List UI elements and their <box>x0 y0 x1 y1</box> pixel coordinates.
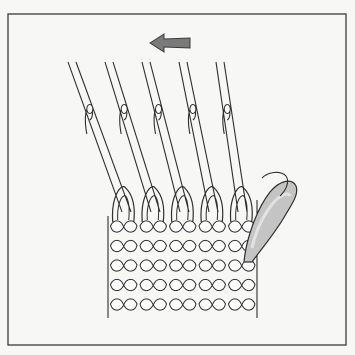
stitch-right-leg <box>124 240 137 251</box>
needle <box>216 62 247 212</box>
live-loop-inner <box>177 196 188 220</box>
needle-latch <box>224 105 230 114</box>
stitch-right-leg <box>212 260 225 271</box>
stitch <box>170 299 197 310</box>
needle-shaft-right <box>187 62 218 212</box>
stitch-left-leg <box>199 221 212 232</box>
stitch-left-leg <box>229 260 242 271</box>
stitch <box>229 299 256 310</box>
stitch-left-leg <box>170 240 183 251</box>
stitch-left-leg <box>229 240 242 251</box>
stitch-left-leg <box>199 299 212 310</box>
stitch-left-leg <box>199 240 212 251</box>
stitch <box>140 260 167 271</box>
stitch <box>199 221 226 232</box>
stitch-right-leg <box>124 221 137 232</box>
stitch-left-leg <box>170 299 183 310</box>
needle <box>68 62 131 212</box>
stitch <box>170 279 197 290</box>
stitch <box>140 240 167 251</box>
stitch-right-leg <box>153 299 166 310</box>
stitch-right-leg <box>242 299 255 310</box>
stitch-left-leg <box>140 260 153 271</box>
stitch-left-leg <box>140 221 153 232</box>
stitch-left-leg <box>111 221 124 232</box>
needle-latch <box>87 105 93 114</box>
stitch <box>111 221 138 232</box>
needle-shaft-left <box>105 62 151 212</box>
stitch-right-leg <box>212 240 225 251</box>
live-loop-inner <box>147 196 158 220</box>
stitch-left-leg <box>199 279 212 290</box>
needle-latch <box>156 105 162 114</box>
stitch-right-leg <box>183 260 196 271</box>
stitch-left-leg <box>229 299 242 310</box>
stitch-left-leg <box>111 240 124 251</box>
needle <box>179 62 218 212</box>
stitch-right-leg <box>212 279 225 290</box>
stitch-right-leg <box>242 279 255 290</box>
needle-latch <box>121 105 127 114</box>
stitch-right-leg <box>212 221 225 232</box>
stitch <box>170 260 197 271</box>
stitch-left-leg <box>140 240 153 251</box>
left-arrow-icon <box>150 34 190 52</box>
stitch-right-leg <box>124 260 137 271</box>
stitch <box>140 279 167 290</box>
stitch-right-leg <box>212 299 225 310</box>
stitch <box>170 240 197 251</box>
stitch-left-leg <box>111 260 124 271</box>
stitch <box>140 299 167 310</box>
stitch-right-leg <box>153 240 166 251</box>
live-loop <box>201 187 223 222</box>
stitch-left-leg <box>111 299 124 310</box>
stitch-left-leg <box>111 279 124 290</box>
stitch <box>111 279 138 290</box>
stitch-right-leg <box>183 221 196 232</box>
live-loop <box>231 187 253 222</box>
stitch <box>229 279 256 290</box>
stitch-left-leg <box>170 279 183 290</box>
stitch <box>111 260 138 271</box>
figure-border <box>8 14 346 345</box>
stitch-right-leg <box>124 279 137 290</box>
stitch-right-leg <box>153 260 166 271</box>
stitch <box>199 299 226 310</box>
stitch-right-leg <box>153 221 166 232</box>
needle-shaft-right <box>76 62 131 212</box>
stitch-right-leg <box>124 299 137 310</box>
needles-group <box>68 62 247 212</box>
stitch-left-leg <box>170 260 183 271</box>
stitch <box>140 221 167 232</box>
stitch-left-leg <box>140 279 153 290</box>
stitch-left-leg <box>170 221 183 232</box>
stitch <box>111 240 138 251</box>
needle-latch <box>190 105 196 114</box>
needle-shaft-left <box>68 62 122 212</box>
stitch-left-leg <box>229 279 242 290</box>
stitch-left-leg <box>199 260 212 271</box>
knitted-fabric <box>108 187 257 318</box>
stitch <box>199 279 226 290</box>
stitch <box>199 240 226 251</box>
stitch-left-leg <box>140 299 153 310</box>
live-loop-inner <box>118 196 129 220</box>
needle <box>105 62 160 212</box>
stitch-right-leg <box>183 299 196 310</box>
stitch-left-leg <box>229 221 242 232</box>
stitch <box>170 221 197 232</box>
needle-shaft-left <box>142 62 180 212</box>
stitch-right-leg <box>183 240 196 251</box>
stitch-right-leg <box>153 279 166 290</box>
stitch <box>111 299 138 310</box>
stitch <box>199 260 226 271</box>
stitch-right-leg <box>183 279 196 290</box>
needle-shaft-right <box>113 62 160 212</box>
